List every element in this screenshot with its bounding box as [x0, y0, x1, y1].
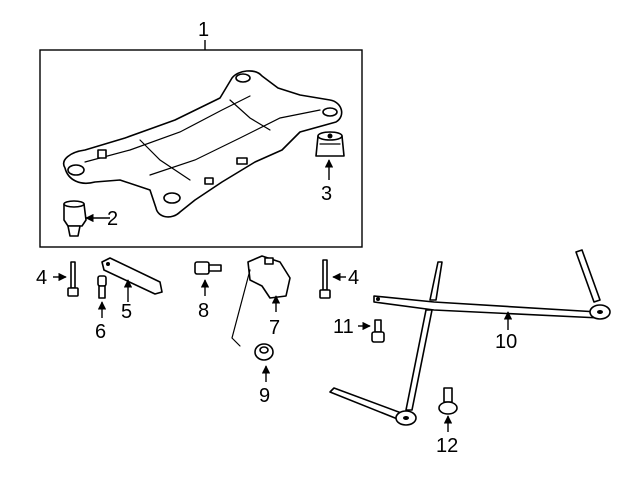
bushing-3 [315, 131, 345, 157]
callout-8: 8 [198, 300, 209, 322]
bolt-6 [97, 275, 107, 299]
bolt-4-left [67, 261, 79, 297]
callout-9: 9 [259, 385, 270, 407]
callout-12: 12 [436, 435, 458, 457]
bushing-2 [63, 200, 87, 237]
bolt-12 [438, 387, 458, 415]
callout-7: 7 [269, 317, 280, 339]
subframe-group-box [39, 49, 363, 248]
callout-10: 10 [495, 331, 517, 353]
bolt-4-right [319, 259, 331, 299]
x-brace-10 [329, 249, 611, 426]
callout-3: 3 [321, 183, 332, 205]
callout-6: 6 [95, 321, 106, 343]
sensor-bracket-7 [231, 255, 291, 347]
callout-4b: 4 [348, 267, 359, 289]
bolt-11 [371, 319, 385, 343]
bracket-5 [101, 257, 163, 295]
nut-9 [254, 343, 274, 361]
callout-2: 2 [107, 208, 118, 230]
callout-4a: 4 [36, 267, 47, 289]
rear-subframe [63, 70, 343, 218]
callout-1: 1 [198, 19, 209, 41]
callout-5: 5 [121, 301, 132, 323]
callout-11: 11 [333, 316, 354, 338]
bolt-8 [194, 261, 222, 275]
